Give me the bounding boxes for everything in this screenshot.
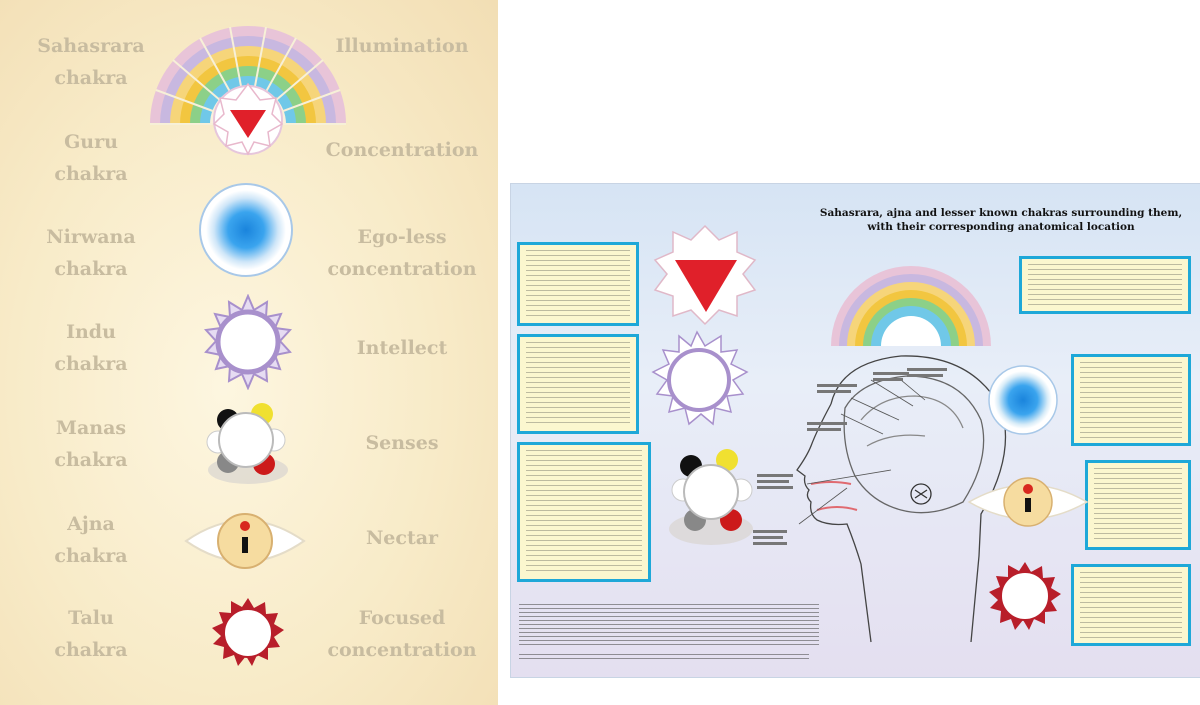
leader-lines	[798, 379, 926, 525]
indu-label: Indu chakra	[26, 316, 156, 380]
manas-line1: Manas	[55, 417, 127, 439]
ajna-label: Ajna chakra	[26, 508, 156, 572]
text-box	[517, 242, 639, 326]
text-box	[1085, 460, 1191, 550]
guru-line2: chakra	[54, 163, 128, 185]
eye-icon	[184, 513, 306, 569]
rainbow-icon	[831, 266, 991, 346]
footnote-text	[519, 654, 809, 660]
manas-line2: chakra	[54, 449, 128, 471]
nirwana-label: Nirwana chakra	[26, 221, 156, 285]
anatomy-title: Sahasrara, ajna and lesser known chakras…	[811, 206, 1191, 234]
focused-line2: concentration	[327, 639, 477, 661]
sahasrara-triangle-icon	[653, 224, 757, 326]
nirwana-line2: chakra	[54, 258, 128, 280]
ajna-line1: Ajna	[67, 513, 115, 535]
nirwana-orb-icon	[988, 365, 1058, 435]
blue-orb-icon	[199, 183, 293, 277]
nectar-label: Nectar	[365, 527, 439, 549]
footer-text-block	[519, 604, 819, 648]
lavender-lotus-icon	[203, 294, 293, 390]
egoless-label: Ego-less concentration	[322, 221, 482, 285]
anatomical-location-panel: Sahasrara, ajna and lesser known chakras…	[510, 183, 1200, 678]
anatomy-title-line2: with their corresponding anatomical loca…	[867, 221, 1135, 233]
talu-line2: chakra	[54, 639, 128, 661]
talu-label: Talu chakra	[26, 602, 156, 666]
text-box	[1019, 256, 1191, 314]
sahasrara-line2: chakra	[54, 67, 128, 89]
anatomy-title-line1: Sahasrara, ajna and lesser known chakras…	[819, 207, 1183, 219]
talu-star-icon	[989, 562, 1061, 630]
manas-petals-icon	[669, 449, 753, 545]
guru-label: Guru chakra	[26, 126, 156, 190]
text-box	[1071, 564, 1191, 646]
text-box	[517, 334, 639, 434]
guru-line1: Guru	[64, 131, 118, 153]
manas-label: Manas chakra	[26, 412, 156, 476]
sahasrara-label: Sahasrara chakra	[26, 30, 156, 94]
senses-label: Senses	[365, 432, 439, 454]
text-box	[517, 442, 651, 582]
sahasrara-line1: Sahasrara	[37, 35, 145, 57]
red-star-icon	[212, 598, 284, 666]
ajna-eye-icon	[967, 477, 1089, 527]
illumination-label: Illumination	[335, 35, 469, 57]
indu-line2: chakra	[54, 353, 128, 375]
indu-lotus-icon	[651, 330, 749, 426]
ajna-line2: chakra	[54, 545, 128, 567]
rainbow-triangle-icon	[150, 26, 346, 156]
egoless-line1: Ego-less	[357, 226, 447, 248]
talu-line1: Talu	[68, 607, 114, 629]
left-chakra-panel: Sahasrara chakra Illumination	[0, 0, 498, 705]
egoless-line2: concentration	[327, 258, 477, 280]
focused-line1: Focused	[358, 607, 446, 629]
intellect-label: Intellect	[356, 337, 448, 359]
colored-petals-icon	[206, 403, 288, 484]
annotation-labels	[753, 368, 947, 545]
indu-line1: Indu	[66, 321, 116, 343]
focused-label: Focused concentration	[322, 602, 482, 666]
nirwana-line1: Nirwana	[46, 226, 136, 248]
anatomy-illustration	[651, 224, 1089, 643]
concentration-label: Concentration	[325, 139, 479, 161]
text-box	[1071, 354, 1191, 446]
